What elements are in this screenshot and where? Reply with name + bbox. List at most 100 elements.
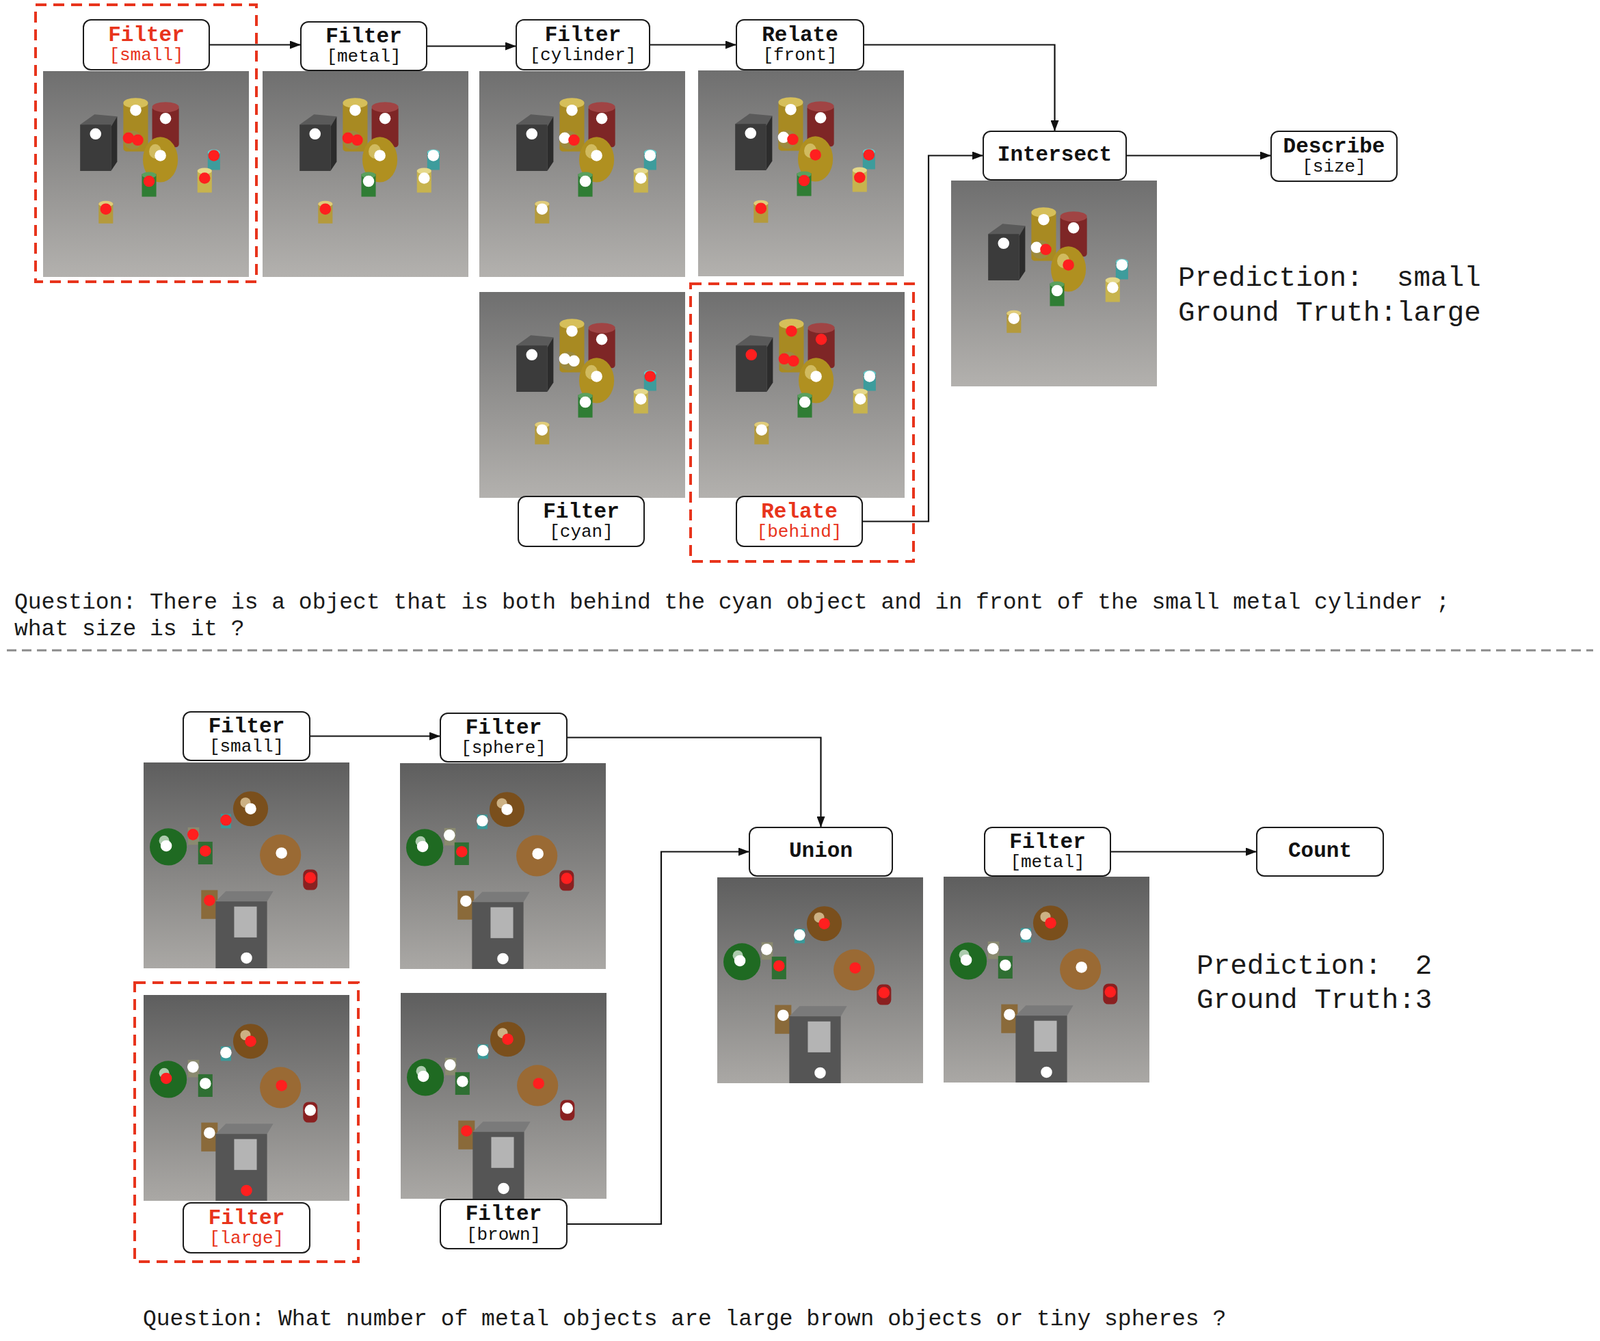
- ground-truth-text: Ground Truth:3: [1196, 983, 1600, 1017]
- scene-image: [400, 763, 606, 969]
- attention-dot: [501, 1033, 514, 1045]
- module-argument: [front]: [762, 46, 837, 65]
- attention-dot: [568, 355, 580, 368]
- scene: [143, 994, 350, 1201]
- question-text: Question: What number of metal objects a…: [142, 1305, 1579, 1333]
- attention-dot: [220, 814, 232, 826]
- operation-box: Count: [1256, 826, 1384, 877]
- module-argument: [sphere]: [460, 739, 547, 758]
- attention-dot: [363, 175, 375, 188]
- module-argument: [cyan]: [549, 523, 614, 542]
- attention-dot: [240, 952, 253, 965]
- module-box: Filter[cyan]: [517, 495, 645, 548]
- highlight-frame: [35, 4, 257, 282]
- attention-dot: [417, 841, 429, 853]
- attention-dot: [756, 423, 768, 436]
- attention-dot: [1062, 259, 1075, 271]
- attention-dot: [785, 325, 798, 338]
- attention-dot: [1104, 985, 1117, 998]
- attention-dot: [787, 355, 800, 368]
- operation-box: Intersect: [982, 130, 1127, 181]
- attention-dot: [960, 954, 973, 967]
- attention-dot: [525, 128, 538, 141]
- scene: [943, 876, 1150, 1083]
- scene: [479, 71, 686, 277]
- attention-dot: [244, 802, 257, 815]
- module-box: Filter[small]: [182, 711, 311, 762]
- flow-arrow: [427, 45, 516, 47]
- module-name: Filter: [208, 715, 286, 739]
- attention-dot: [497, 1182, 510, 1195]
- attention-dot: [590, 149, 603, 162]
- module-box: Filter[small]: [82, 19, 210, 71]
- attention-dot: [635, 172, 647, 184]
- attention-dot: [777, 1009, 790, 1021]
- scene-image: [143, 994, 350, 1201]
- attention-dot: [755, 202, 768, 215]
- attention-dot: [501, 803, 513, 816]
- module-name: Relate: [761, 501, 838, 524]
- prediction-text: Prediction: 2: [1196, 949, 1600, 983]
- module-box: Relate[behind]: [735, 495, 863, 548]
- attention-dot: [187, 828, 199, 841]
- module-name: Relate: [761, 24, 839, 48]
- scene-image: [698, 291, 905, 498]
- attention-dot: [814, 1067, 826, 1079]
- module-name: Filter: [465, 717, 543, 740]
- attention-dot: [428, 149, 440, 162]
- attention-dot: [244, 1035, 257, 1047]
- attention-dot: [997, 237, 1010, 250]
- attention-dot: [199, 1077, 212, 1090]
- attention-dot: [809, 149, 822, 161]
- scene: [400, 992, 607, 1199]
- attention-dot: [568, 134, 580, 147]
- module-argument: [brown]: [466, 1225, 541, 1245]
- flow-arrow: [209, 43, 301, 46]
- attention-dot: [799, 396, 811, 409]
- attention-dot: [208, 149, 221, 162]
- attention-dot: [456, 1075, 469, 1088]
- module-argument: [metal]: [1009, 853, 1085, 872]
- attention-dot: [1037, 214, 1050, 226]
- attention-dot: [536, 423, 549, 436]
- scene-image: [479, 291, 686, 498]
- attention-dot: [443, 829, 456, 842]
- attention-dot: [561, 872, 573, 885]
- attention-dot: [351, 134, 364, 147]
- question-text: Question: There is a object that is both…: [14, 589, 1505, 643]
- scene-image: [143, 762, 350, 969]
- attention-dot: [798, 175, 811, 187]
- attention-dot: [818, 917, 831, 930]
- attention-dot: [525, 349, 538, 362]
- attention-dot: [460, 895, 472, 907]
- attention-dot: [596, 112, 608, 125]
- attention-dot: [878, 986, 891, 999]
- scene: [479, 291, 686, 498]
- attention-dot: [531, 847, 544, 860]
- attention-dot: [143, 175, 156, 188]
- attention-dot: [417, 1070, 430, 1083]
- attention-dot: [734, 955, 746, 967]
- module-name: Count: [1288, 840, 1352, 863]
- flow-arrow: [310, 735, 440, 737]
- flow-arrow: [1111, 850, 1257, 852]
- attention-dot: [275, 1079, 288, 1092]
- attention-dot: [644, 149, 657, 162]
- attention-dot: [199, 845, 212, 857]
- attention-dot: [787, 134, 799, 146]
- flow-arrow: [650, 43, 736, 46]
- attention-dot: [579, 396, 592, 409]
- scene-image: [698, 70, 904, 277]
- highlight-frame: [690, 283, 914, 562]
- separator-line: [6, 649, 1594, 652]
- module-name: Filter: [465, 1203, 543, 1226]
- scene: [262, 71, 469, 277]
- module-argument: [behind]: [756, 523, 843, 542]
- attention-dot: [579, 175, 592, 188]
- attention-dot: [566, 104, 578, 117]
- attention-dot: [220, 1046, 232, 1059]
- attention-dot: [476, 815, 489, 827]
- attention-dot: [854, 171, 866, 184]
- scene-image: [400, 992, 607, 1199]
- scene: [717, 877, 924, 1084]
